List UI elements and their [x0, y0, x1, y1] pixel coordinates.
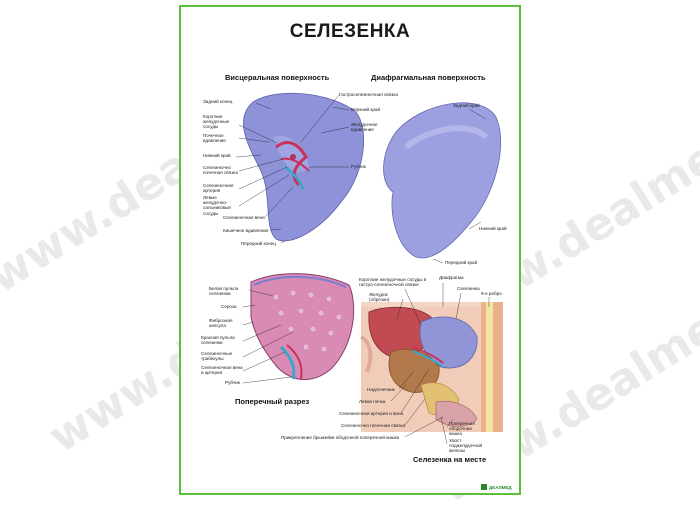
poster: СЕЛЕЗЕНКА	[179, 5, 521, 495]
label-white-pulp: Белая пульпа селезенки	[209, 286, 239, 297]
label-renal-impression: Почечное вдавление	[203, 133, 226, 144]
label-splenorenal-ligament-2: Селезеночно почечная связка	[341, 423, 406, 428]
label-left-kidney: Левая почка	[359, 399, 386, 404]
label-inferior-border-2: Нижний край	[479, 226, 507, 231]
label-diaphragm: Диафрагма	[439, 275, 464, 280]
label-anterior-border: Передний край	[445, 260, 478, 265]
label-transverse-colon: Поперечная ободочная кишка	[449, 421, 475, 437]
logo-icon	[481, 484, 487, 490]
label-hilum: Рубчик	[351, 164, 366, 169]
label-vein-artery: Селезеночная вена и артерия	[201, 365, 243, 376]
label-splenic-artery: Селезеночная артерия	[203, 183, 234, 194]
label-gastroomental-vessels: Левые желудочно-сальниковые сосуды	[203, 195, 231, 216]
label-gastrosplenic-ligament: Гастроселезеночная связка	[339, 92, 398, 97]
label-fibrous-capsule: Фиброзная капсула	[209, 318, 233, 329]
label-anterior-end: Передний конец	[241, 241, 276, 246]
label-red-pulp: Красная пульпа селезенки	[201, 335, 235, 346]
label-splenorenal-ligament: Селезеночно почечная связка	[203, 165, 238, 176]
label-posterior-border: Задний край	[453, 103, 480, 108]
label-hilum-2: Рубчик	[225, 380, 240, 385]
label-stomach-cut: Желудок (обрезан)	[369, 292, 390, 303]
heading-inplace: Селезенка на месте	[413, 455, 487, 464]
cross-section-spleen	[250, 273, 355, 381]
label-9th-rib: 9-е ребро	[481, 291, 502, 296]
label-splenic-vein: Селезеночная вена	[223, 215, 265, 220]
logo: ДЕАЛМЕД	[489, 485, 512, 490]
label-inferior-border: Нижний край	[203, 153, 231, 158]
heading-cross: Поперечный разрез	[235, 397, 310, 406]
label-posterior-end: Задний конец	[203, 99, 233, 104]
label-pancreas-tail: Хвост поджелудочной железы	[449, 438, 483, 454]
label-short-gastric-ligament: Короткие желудочные сосуды в гастро-селе…	[359, 277, 427, 288]
label-serosa: Сероза	[221, 304, 237, 309]
label-trabeculae: Селезеночные трабекулы	[201, 351, 233, 362]
label-spleen: Селезенка	[457, 286, 480, 291]
heading-visceral: Висцеральная поверхность	[225, 73, 330, 82]
label-short-gastric-vessels: Короткие желудочные сосуды	[203, 114, 230, 130]
label-splenic-artery-vein: Селезеночная артерия и вена	[339, 411, 404, 416]
label-adrenal: Надпочечник	[367, 387, 395, 392]
label-mesocolon-attachment: Прикрепление брыжейки ободочной поперечн…	[281, 435, 400, 440]
label-superior-border: Верхний край	[351, 107, 381, 112]
label-gastric-impression: Желудочное вдавление	[351, 122, 378, 133]
label-colic-impression: Кишечное вдавление	[223, 228, 269, 233]
diaphragmatic-spleen	[383, 102, 502, 259]
page-title: СЕЛЕЗЕНКА	[289, 21, 411, 42]
heading-diaphragmatic: Диафрагмальная поверхность	[371, 73, 486, 82]
anatomy-illustration	[235, 92, 503, 445]
